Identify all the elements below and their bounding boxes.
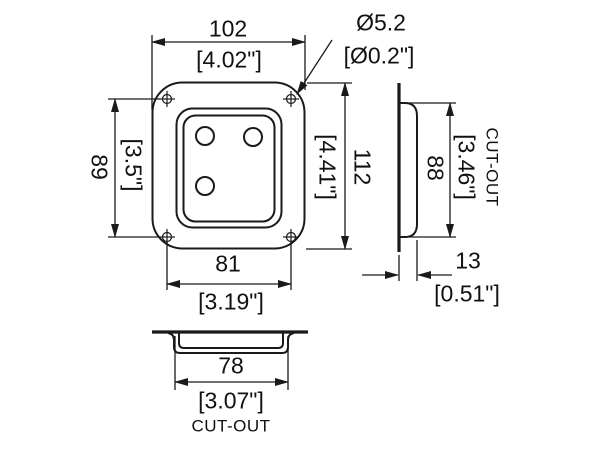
dim-cutout-width (174, 336, 289, 390)
bottom-dish-outer (167, 332, 295, 354)
connector-hole (243, 127, 263, 147)
dim-hole-spacing-h-mm: 81 (215, 250, 241, 277)
bottom-view (152, 330, 308, 390)
dim-depth-in: [0.51"] (434, 280, 500, 307)
dim-hole-spacing-v-in: [3.5"] (120, 138, 147, 192)
dim-overall-width-in: [4.02"] (196, 46, 262, 73)
bottom-dish-inner (178, 333, 284, 349)
dim-hole-spacing-v-mm: 89 (86, 154, 113, 180)
hole-dia-leader (296, 39, 333, 95)
dim-cutout-width-in: [3.07"] (198, 387, 264, 414)
dim-depth-mm: 13 (455, 247, 481, 274)
screw-holes (159, 91, 299, 245)
connector-hole (195, 176, 215, 196)
dim-overall-height-in: [4.41"] (314, 134, 341, 200)
bottom-cutout-label: CUT-OUT (191, 416, 271, 436)
plate-outline (151, 81, 306, 250)
dim-overall-height-mm: 112 (349, 148, 376, 186)
dim-hole-spacing-h-in: [3.19"] (198, 288, 264, 315)
dim-hole-spacing-h (166, 241, 292, 290)
dim-hole-dia-in: [Ø0.2"] (343, 42, 415, 69)
dish-outer-edge (175, 107, 283, 229)
dim-cutout-width-mm: 78 (218, 352, 244, 379)
dim-cutout-height-mm: 88 (422, 155, 449, 181)
side-view (362, 83, 456, 281)
dim-overall-width-mm: 102 (208, 15, 248, 42)
side-dish-profile (400, 102, 418, 238)
side-cutout-label: CUT-OUT (482, 127, 502, 207)
dim-overall-height (306, 82, 352, 250)
dim-hole-spacing-v (108, 98, 160, 238)
dim-hole-dia-mm: Ø5.2 (356, 9, 406, 36)
dim-cutout-height (401, 102, 456, 238)
front-view (108, 35, 352, 290)
dim-cutout-height-in: [3.46"] (453, 134, 480, 200)
connector-hole (195, 126, 215, 146)
dim-depth (362, 240, 452, 281)
dish-inner-edge (182, 114, 276, 223)
